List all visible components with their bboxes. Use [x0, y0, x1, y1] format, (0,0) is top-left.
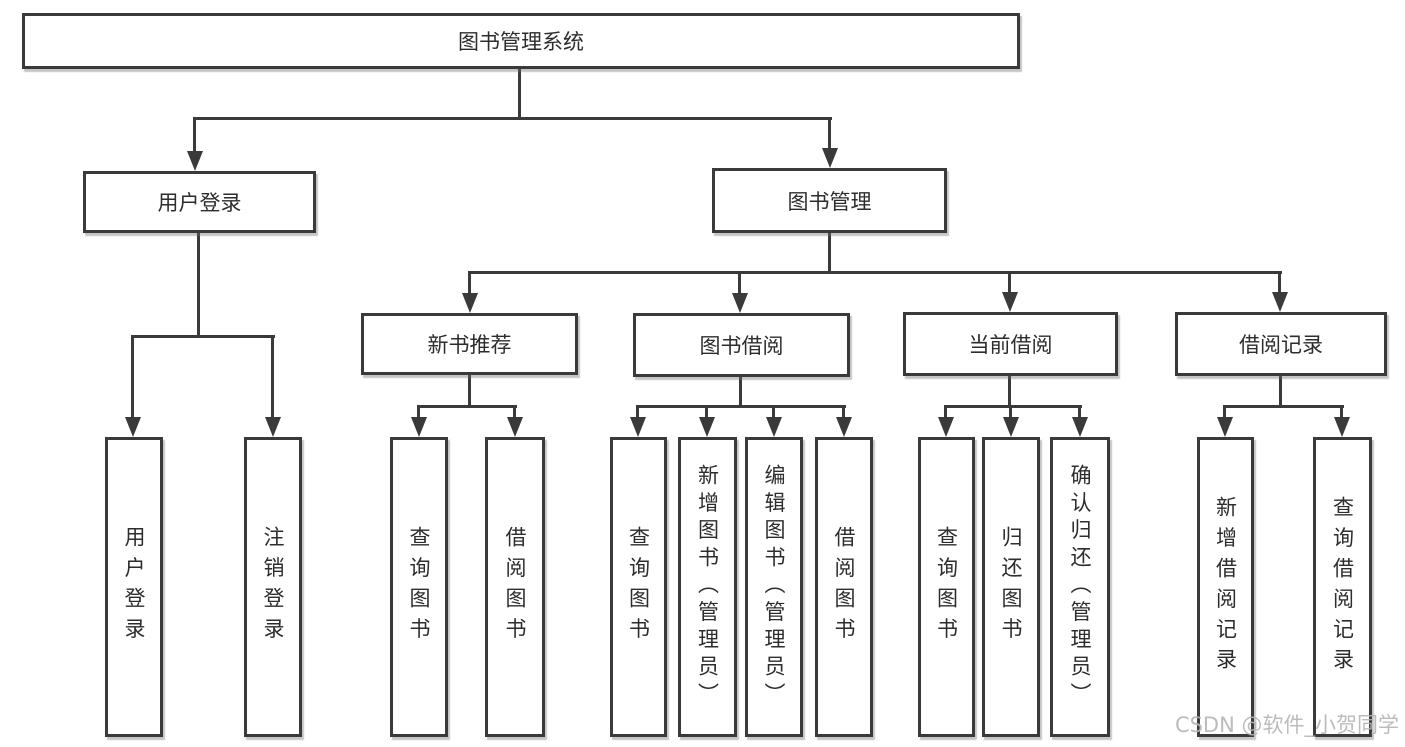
leaf-logout-label: 注销登录	[261, 526, 285, 648]
leaf-add-borrow-record: 新增借阅记录	[1197, 437, 1254, 737]
leaf-return-books-label: 归还图书	[999, 526, 1023, 648]
node-current-borrowing-label: 当前借阅	[968, 333, 1053, 357]
leaf-borrow-books-borrowing: 借阅图书	[815, 437, 873, 737]
arrow-down-icon	[699, 417, 715, 437]
node-user-login-label: 用户登录	[157, 191, 242, 215]
arrow-down-icon	[766, 417, 782, 437]
node-library-management-system-label: 图书管理系统	[458, 30, 584, 54]
node-new-book-recommend-label: 新书推荐	[427, 333, 512, 357]
node-book-management-label: 图书管理	[787, 189, 872, 214]
arrow-down-icon	[822, 148, 838, 168]
leaf-borrow-books-borrowing-label: 借阅图书	[832, 526, 856, 648]
leaf-confirm-return-admin-label: 确认归还（管理员）	[1068, 464, 1092, 710]
connector-line	[271, 336, 274, 423]
arrow-down-icon	[411, 417, 427, 437]
arrow-down-icon	[938, 417, 954, 437]
leaf-edit-books-admin-label: 编辑图书（管理员）	[762, 464, 786, 710]
arrow-down-icon	[1003, 417, 1019, 437]
leaf-query-books-recommend-label: 查询图书	[407, 526, 431, 648]
connector-line	[738, 272, 741, 299]
connector-line	[197, 233, 200, 338]
leaf-user-login: 用户登录	[105, 437, 163, 737]
connector-line	[1223, 406, 1226, 423]
connector-line	[1009, 406, 1012, 423]
connector-line	[636, 405, 846, 408]
leaf-query-books-borrowing: 查询图书	[610, 437, 667, 737]
connector-line	[842, 406, 845, 423]
arrow-down-icon	[836, 417, 852, 437]
arrow-down-icon	[630, 417, 646, 437]
leaf-add-books-admin-label: 新增图书（管理员）	[695, 464, 720, 710]
connector-line	[944, 406, 947, 423]
connector-line	[828, 233, 831, 274]
arrow-down-icon	[1334, 417, 1350, 437]
leaf-add-borrow-record-label: 新增借阅记录	[1213, 495, 1238, 679]
connector-line	[468, 375, 471, 408]
connector-line	[1008, 272, 1011, 298]
connector-line	[131, 335, 275, 338]
arrow-down-icon	[507, 417, 523, 437]
connector-line	[468, 271, 1282, 274]
node-book-borrowing-label: 图书借阅	[699, 334, 784, 358]
arrow-down-icon	[1217, 417, 1233, 437]
leaf-query-books-current: 查询图书	[918, 437, 975, 737]
connector-line	[193, 117, 832, 120]
arrow-down-icon	[462, 293, 478, 313]
connector-line	[944, 405, 1082, 408]
arrow-down-icon	[732, 293, 748, 313]
arrow-down-icon	[265, 417, 281, 437]
connector-line	[772, 406, 775, 423]
connector-line	[468, 272, 471, 299]
connector-line	[1340, 406, 1343, 423]
arrow-down-icon	[1072, 417, 1088, 437]
leaf-query-books-recommend: 查询图书	[390, 437, 448, 737]
connector-line	[518, 69, 521, 120]
connector-line	[417, 406, 420, 423]
connector-line	[513, 406, 516, 423]
arrow-down-icon	[187, 151, 203, 171]
leaf-confirm-return-admin: 确认归还（管理员）	[1050, 437, 1110, 737]
connector-line	[1279, 376, 1282, 408]
arrow-down-icon	[1002, 292, 1018, 312]
node-borrow-records-label: 借阅记录	[1239, 333, 1323, 357]
connector-line	[705, 406, 708, 423]
leaf-logout: 注销登录	[244, 437, 302, 737]
connector-line	[193, 118, 196, 157]
leaf-add-books-admin: 新增图书（管理员）	[678, 437, 737, 737]
connector-line	[828, 118, 831, 154]
connector-line	[1078, 406, 1081, 423]
node-new-book-recommend: 新书推荐	[361, 313, 578, 375]
leaf-query-borrow-record-label: 查询借阅记录	[1330, 495, 1355, 679]
leaf-borrow-books-recommend-label: 借阅图书	[503, 526, 527, 648]
connector-line	[739, 377, 742, 408]
node-borrow-records: 借阅记录	[1175, 312, 1387, 376]
connector-line	[131, 336, 134, 423]
connector-line	[1008, 376, 1011, 408]
arrow-down-icon	[125, 417, 141, 437]
connector-line	[636, 406, 639, 423]
leaf-query-borrow-record: 查询借阅记录	[1313, 437, 1372, 737]
node-book-management: 图书管理	[712, 168, 947, 233]
watermark: CSDN @软件_小贺同学	[1174, 713, 1399, 737]
node-user-login: 用户登录	[83, 171, 316, 233]
connector-line	[417, 405, 517, 408]
connector-line	[1223, 405, 1344, 408]
arrow-down-icon	[1272, 292, 1288, 312]
leaf-edit-books-admin: 编辑图书（管理员）	[745, 437, 803, 737]
node-current-borrowing: 当前借阅	[903, 312, 1118, 376]
leaf-borrow-books-recommend: 借阅图书	[485, 437, 545, 737]
leaf-query-books-current-label: 查询图书	[934, 526, 959, 648]
node-library-management-system: 图书管理系统	[22, 13, 1020, 69]
leaf-return-books: 归还图书	[982, 437, 1040, 737]
leaf-query-books-borrowing-label: 查询图书	[626, 526, 651, 648]
node-book-borrowing: 图书借阅	[633, 313, 850, 377]
leaf-user-login-label: 用户登录	[122, 526, 146, 648]
connector-line	[1278, 272, 1281, 298]
